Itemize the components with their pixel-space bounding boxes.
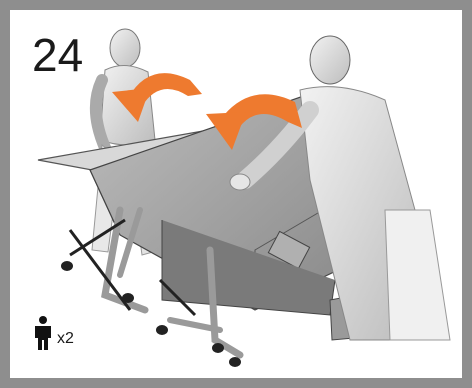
illustration-panel: 24 x2 <box>10 10 462 378</box>
people-count: x2 <box>57 330 74 348</box>
people-required: x2 <box>32 316 74 350</box>
person-icon <box>32 316 54 350</box>
step-number: 24 <box>32 32 83 78</box>
